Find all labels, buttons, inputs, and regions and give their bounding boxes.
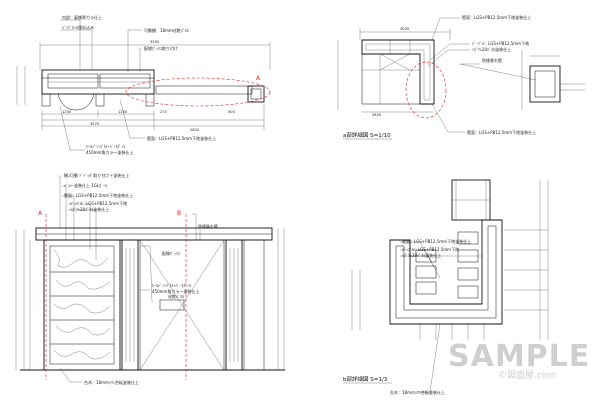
elev-label-3: ﾃﾞｰﾌﾞﾙ：LGS+PB12.5mm下地 (70, 200, 127, 206)
plan-label-0: 内部：裏棚黒ガラ仕上 (62, 14, 102, 20)
marker-a-elev: A (38, 210, 43, 217)
elev-label-10: 台木：18mmﾗﾜﾝ合板塗装仕上 (84, 379, 139, 385)
elev-label-9: 化粧ﾊﾟﾈﾙ (168, 293, 184, 299)
elev-label-2: 壁面：LGS+PB12.5mm下地塗装仕上 (64, 192, 133, 198)
plan-dim-top: 3290 (150, 40, 160, 44)
plan-dim-b3: 500 (228, 110, 236, 114)
detail-b-label-1: ﾃﾞｰﾌﾞﾙ：LGS+PB12.5mm下地 (402, 246, 459, 252)
detail-a-dim-1: 2820 (372, 113, 382, 117)
plan-dim-b0: 1250 (62, 110, 72, 114)
elev-label-0: 棚ｽ可動 ﾄﾞﾍﾞｯﾀﾞ取り付け＋塗装仕上 (64, 172, 129, 178)
elev-label-4: ﾐｽﾞﾅｼ20ﾊﾟﾈﾙ塗装仕上 (70, 206, 109, 212)
plan-dim-b1: 1250 (118, 110, 128, 114)
plan-dim-b4: 3570 (90, 122, 100, 126)
detail-a-label-4: 壁面：LGS+PB12.5mm下地塗装仕上 (467, 129, 536, 135)
detail-b: 壁面：LGS+PB12.5mm下地塗装仕上 ﾃﾞｰﾌﾞﾙ：LGS+PB12.5m… (343, 179, 549, 395)
detail-b-label-2: ﾐｽﾞﾅｼ20ﾊﾟﾈﾙ塗装仕上 (402, 252, 441, 258)
elev-label-7: ﾓｰﾙﾃﾞｨﾝｸﾞ(ﾙｰﾊﾞｰ)ﾎﾟｰﾙ (152, 282, 191, 288)
plan-label-4: 壁面：LGS+PB12.5mm下地塗装仕上 (147, 135, 216, 141)
detail-a-caption: a部詳細図 S=1/10 (343, 131, 391, 139)
detail-b-label-3: 台木：18mmﾗﾜﾝ合板塗装仕上 (390, 389, 445, 395)
detail-a-label-1: ﾃﾞｰﾌﾞﾙ：LGS+PB12.5mm下地 (472, 40, 529, 46)
elev-label-8: 450mm角カラー塗装仕上 (152, 288, 199, 294)
elev-label-1: ﾊﾞｼｬｰ塗装仕上 1GLｶﾞｰﾙ (64, 182, 107, 188)
detail-b-label-0: 壁面：LGS+PB12.5mm下地塗装仕上 (402, 238, 471, 244)
detail-a: 3000 壁面：LGS+PB12.5mm下地塗装仕上 ﾃﾞｰﾌﾞﾙ：LGS+PB… (337, 14, 585, 140)
plan-dim-b5: 2820 (190, 128, 200, 132)
elev-label-6: 防煙垂れ壁 (198, 223, 218, 229)
watermark-sample: SAMPLE (448, 339, 590, 374)
elevation-view: A B 棚ｽ可動 ﾄﾞﾍﾞｯﾀﾞ取り付け＋塗装仕上 ﾊﾞｼｬｰ塗装仕上 1GLｶ… (15, 172, 285, 385)
detail-a-label-0: 壁面：LGS+PB12.5mm下地塗装仕上 (462, 14, 531, 20)
detail-a-label-3: 防煙垂れ壁 (482, 57, 502, 63)
elev-label-5: 配線ﾎﾞｯｸｽ (162, 250, 180, 256)
marker-b-elev: B (177, 210, 181, 217)
plan-label-5: ﾓｰﾙﾃﾞｨﾝｸﾞ(ﾙｰﾊﾞｰ)ﾎﾟｰﾙ (86, 143, 125, 149)
plan-view: 3290 A 1250 1250 270 500 3 (16, 14, 271, 155)
plan-dim-b2: 270 (160, 110, 168, 114)
plan-label-6: 450mm角カラー塗装仕上 (86, 149, 133, 155)
plan-label-3: 配線ﾎﾞｯｸｽ取り付け (144, 45, 178, 51)
detail-a-label-2: ﾐｽﾞﾅｼ20ﾊﾟﾈﾙ塗装仕上 (472, 46, 511, 52)
marker-a-plan: A (256, 75, 261, 82)
detail-b-caption: b部詳細図 S=1/3 (343, 375, 388, 383)
detail-a-dim-0: 3000 (400, 27, 410, 31)
plan-label-1: ﾊﾞｲﾌﾞﾛｰﾙ埋め込み (62, 24, 94, 30)
watermark-site: ©図面屋.com (498, 370, 556, 381)
plan-label-2: 可動棚 18mm化粧ﾊﾟﾈﾙ (144, 27, 189, 33)
